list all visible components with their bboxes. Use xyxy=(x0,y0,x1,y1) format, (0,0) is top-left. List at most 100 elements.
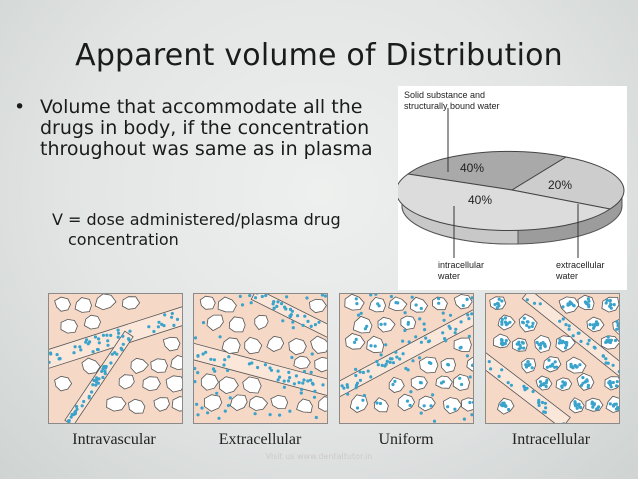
cell xyxy=(388,376,405,393)
drug-dot xyxy=(612,303,616,307)
cell xyxy=(54,296,71,312)
drug-dot xyxy=(117,331,121,335)
drug-dot xyxy=(359,311,363,315)
drug-dot xyxy=(363,327,367,331)
drug-dot xyxy=(557,341,561,345)
drug-dot xyxy=(520,340,524,344)
cell xyxy=(352,315,373,334)
cell xyxy=(228,316,246,333)
drug-dot xyxy=(253,412,257,416)
drug-dot xyxy=(301,381,305,385)
panel-extracellular xyxy=(193,293,328,424)
drug-dot xyxy=(263,363,267,367)
drug-dot xyxy=(542,410,546,414)
drug-dot xyxy=(487,360,491,364)
drug-dot xyxy=(405,399,410,403)
drug-dot xyxy=(75,404,79,409)
drug-dot xyxy=(310,352,314,356)
drug-dot xyxy=(172,323,176,327)
drug-dot xyxy=(313,389,317,393)
drug-dot xyxy=(437,301,441,305)
drug-dot xyxy=(128,329,132,333)
drug-dot xyxy=(429,404,433,408)
label-intracellular-line2: water xyxy=(437,271,460,281)
cell xyxy=(309,298,327,314)
drug-dot xyxy=(500,368,504,372)
slice-label-solid: 40% xyxy=(460,161,484,175)
drug-dot xyxy=(97,337,101,341)
drug-dot xyxy=(419,306,423,311)
drug-dot xyxy=(423,328,427,332)
drug-dot xyxy=(579,339,583,343)
drug-dot xyxy=(209,357,213,361)
cell xyxy=(344,294,365,311)
drug-dot xyxy=(346,385,350,389)
drug-dot xyxy=(100,369,104,373)
drug-dot xyxy=(213,369,217,373)
drug-dot xyxy=(73,345,77,349)
drug-dot xyxy=(545,365,549,369)
drug-dot xyxy=(272,306,276,310)
drug-dot xyxy=(94,379,98,383)
drug-dot xyxy=(503,316,507,320)
label-solid-line2: structurally bound water xyxy=(404,101,500,111)
cell xyxy=(366,335,385,354)
drug-dot xyxy=(407,340,411,344)
cell xyxy=(142,376,161,392)
drug-dot xyxy=(508,320,512,324)
drug-dot xyxy=(403,311,407,315)
drug-dot xyxy=(470,296,473,300)
drug-dot xyxy=(309,378,313,382)
cell xyxy=(204,394,223,412)
drug-dot xyxy=(453,331,457,335)
drug-dot xyxy=(101,367,105,371)
drug-dot xyxy=(280,302,284,306)
drug-dot xyxy=(268,366,272,370)
cell xyxy=(452,373,471,391)
drug-dot xyxy=(291,320,295,324)
drug-dot xyxy=(608,339,613,343)
drug-dot xyxy=(618,329,619,333)
blood-vessel xyxy=(521,294,619,377)
bullet-point: • Volume that accommodate all the drugs … xyxy=(14,97,384,160)
drug-dot xyxy=(292,382,296,386)
drug-dot xyxy=(121,334,125,338)
drug-dot xyxy=(217,416,221,420)
drug-dot xyxy=(527,325,531,329)
drug-dot xyxy=(401,339,405,343)
cell xyxy=(377,316,396,333)
drug-dot xyxy=(532,301,537,305)
drug-dot xyxy=(553,360,557,364)
drug-dot xyxy=(302,378,306,382)
cell xyxy=(244,336,263,355)
drug-dot xyxy=(410,295,414,299)
drug-dot xyxy=(250,361,254,365)
drug-dot xyxy=(608,402,612,406)
drug-dot xyxy=(342,386,346,390)
drug-dot xyxy=(379,353,383,357)
drug-dot xyxy=(444,339,448,343)
drug-dot xyxy=(544,406,548,410)
drug-dot xyxy=(196,354,200,358)
slice-label-extracellular: 20% xyxy=(548,178,572,192)
drug-dot xyxy=(346,392,350,396)
drug-dot xyxy=(288,314,293,319)
drug-dot xyxy=(290,355,294,360)
drug-dot xyxy=(522,346,526,350)
cell xyxy=(266,335,285,352)
drug-dot xyxy=(240,303,245,307)
drug-dot xyxy=(561,317,565,321)
cell xyxy=(242,376,262,394)
drug-dot xyxy=(467,334,471,338)
drug-dot xyxy=(73,412,77,416)
slide-title: Apparent volume of Distribution xyxy=(75,38,563,73)
drug-dot xyxy=(354,386,358,390)
drug-dot xyxy=(287,370,291,374)
drug-dot xyxy=(355,381,359,385)
drug-dot xyxy=(590,402,594,406)
label-intracellular-line1: intracellular xyxy=(438,260,484,270)
drug-dot xyxy=(201,352,205,356)
drug-dot xyxy=(586,297,590,301)
cell xyxy=(83,314,102,330)
drug-dot xyxy=(502,401,506,405)
